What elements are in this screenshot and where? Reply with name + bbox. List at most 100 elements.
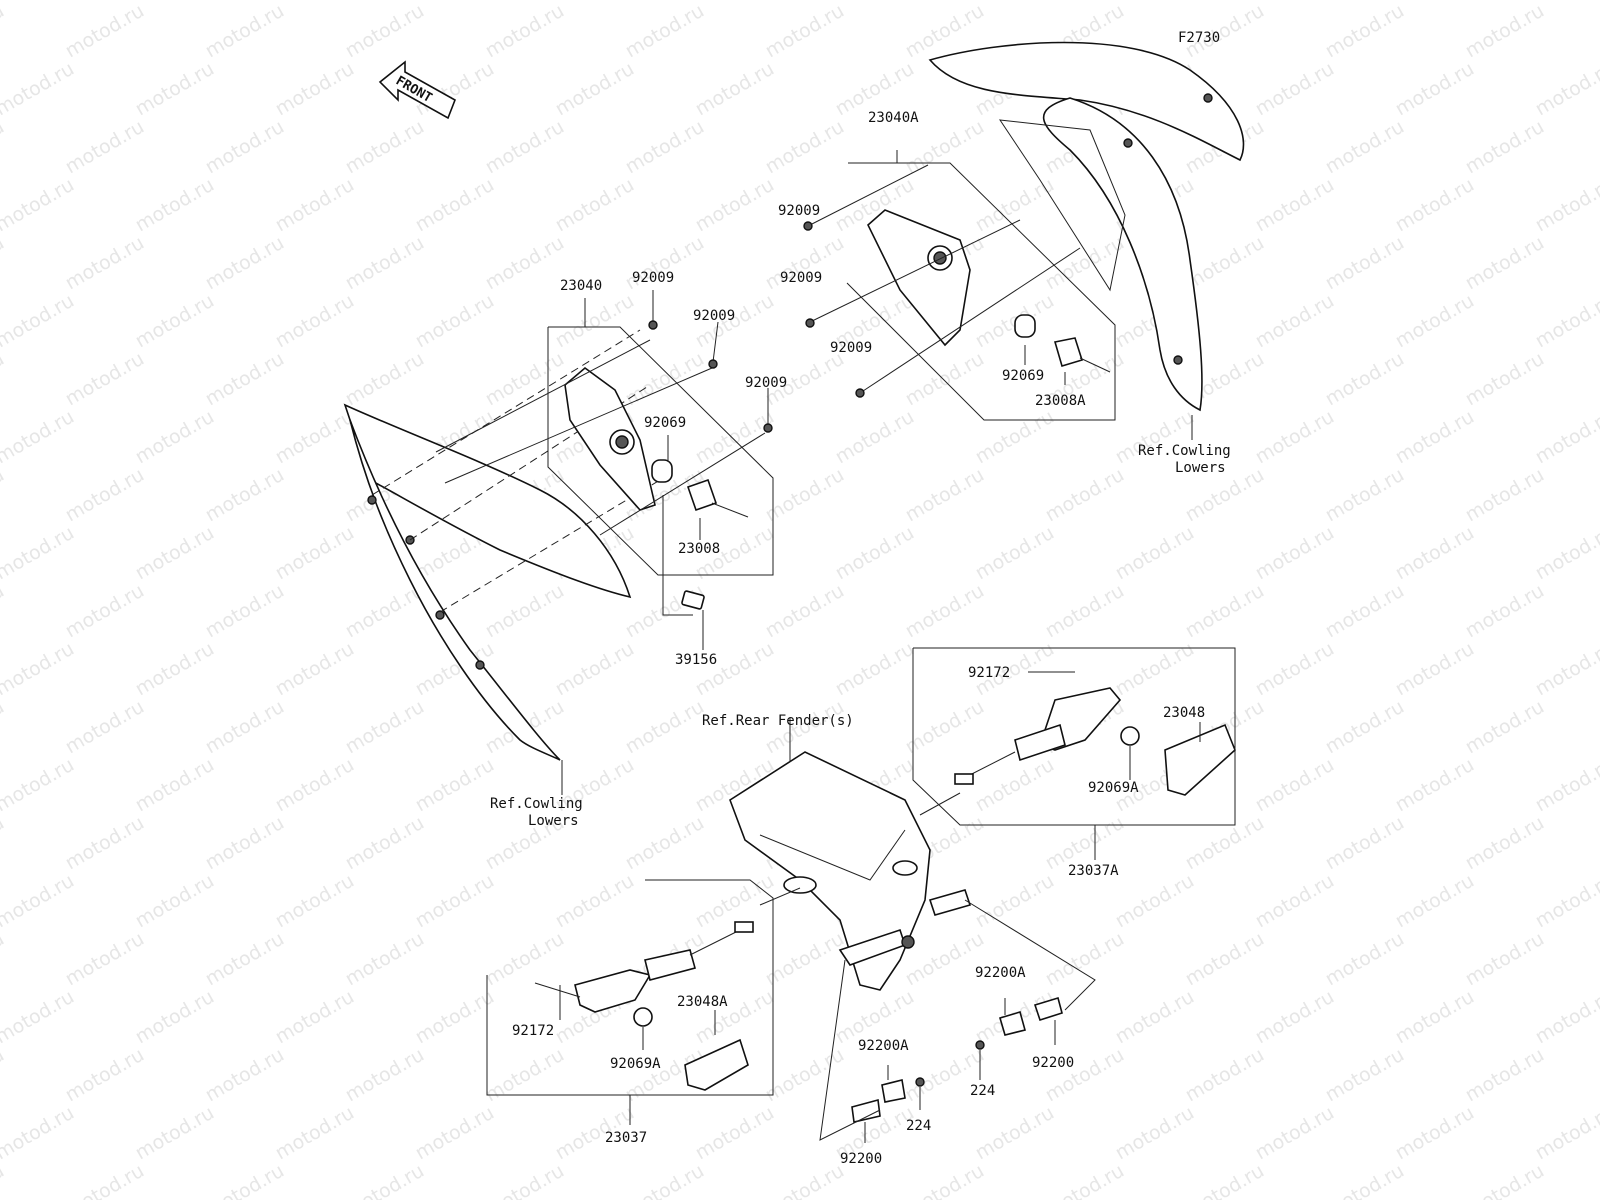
watermark-text: motod.ru xyxy=(1112,870,1198,933)
ref-label-cowling-lowers: Ref.Cowling xyxy=(1138,443,1231,459)
watermark-text: motod.ru xyxy=(1462,232,1548,295)
part-label-92200A: 92200A xyxy=(858,1038,909,1054)
watermark-text: motod.ru xyxy=(622,1160,708,1200)
watermark-text: motod.ru xyxy=(1532,290,1600,353)
bulb-92069-right xyxy=(1014,314,1036,338)
part-label-23040A: 23040A xyxy=(868,110,919,126)
watermark-text: motod.ru xyxy=(1392,174,1478,237)
watermark-text: motod.ru xyxy=(272,1102,358,1165)
watermark-text: motod.ru xyxy=(62,1044,148,1107)
watermark-text: motod.ru xyxy=(1322,232,1408,295)
ref-label-cowling-lowers: Lowers xyxy=(1175,460,1226,476)
watermark-text: motod.ru xyxy=(0,464,8,527)
part-label-23008: 23008 xyxy=(678,541,720,557)
watermark-text: motod.ru xyxy=(482,232,568,295)
watermark-text: motod.ru xyxy=(132,1102,218,1165)
watermark-text: motod.ru xyxy=(62,1160,148,1200)
watermark-text: motod.ru xyxy=(202,812,288,875)
watermark-text: motod.ru xyxy=(832,0,918,4)
watermark-text: motod.ru xyxy=(1462,116,1548,179)
watermark-text: motod.ru xyxy=(132,638,218,701)
watermark-text: motod.ru xyxy=(202,696,288,759)
watermark-text: motod.ru xyxy=(202,1160,288,1200)
part-label-92172: 92172 xyxy=(968,665,1010,681)
watermark-text: motod.ru xyxy=(342,348,428,411)
watermark-text: motod.ru xyxy=(202,116,288,179)
part-label-23037A: 23037A xyxy=(1068,863,1119,879)
watermark-text: motod.ru xyxy=(202,348,288,411)
watermark-text: motod.ru xyxy=(0,232,8,295)
screw-icon xyxy=(763,423,773,433)
watermark-text: motod.ru xyxy=(622,580,708,643)
plate-92200A-left xyxy=(881,1079,906,1103)
watermark-text: motod.ru xyxy=(342,928,428,991)
watermark-text: motod.ru xyxy=(1322,812,1408,875)
left-cowling-panel xyxy=(343,403,632,761)
plate-92200A-right xyxy=(999,1010,1026,1036)
watermark-text: motod.ru xyxy=(342,232,428,295)
watermark-text: motod.ru xyxy=(272,174,358,237)
watermark-text: motod.ru xyxy=(1462,928,1548,991)
watermark-text: motod.ru xyxy=(1252,0,1338,4)
pad-39156 xyxy=(681,590,705,610)
watermark-text: motod.ru xyxy=(62,580,148,643)
watermark-text: motod.ru xyxy=(972,522,1058,585)
ref-label-cowling-lowers: Ref.Cowling xyxy=(490,796,583,812)
bracket-23040 xyxy=(564,366,656,511)
watermark-text: motod.ru xyxy=(1042,1160,1128,1200)
watermark-text: motod.ru xyxy=(1392,1102,1478,1165)
watermark-text: motod.ru xyxy=(1462,696,1548,759)
watermark-text: motod.ru xyxy=(202,232,288,295)
watermark-text: motod.ru xyxy=(1532,638,1600,701)
watermark-text: motod.ru xyxy=(272,754,358,817)
watermark-text: motod.ru xyxy=(972,1102,1058,1165)
watermark-text: motod.ru xyxy=(1462,0,1548,62)
watermark-text: motod.ru xyxy=(202,1044,288,1107)
plate-92200-left xyxy=(851,1098,881,1123)
watermark-text: motod.ru xyxy=(1112,986,1198,1049)
part-label-92200A: 92200A xyxy=(975,965,1026,981)
nut-224-right xyxy=(975,1040,985,1050)
watermark-text: motod.ru xyxy=(482,1044,568,1107)
watermark-text: motod.ru xyxy=(1532,406,1600,469)
watermark-text: motod.ru xyxy=(1392,754,1478,817)
watermark-text: motod.ru xyxy=(1532,870,1600,933)
watermark-text: motod.ru xyxy=(1112,638,1198,701)
watermark-text: motod.ru xyxy=(902,464,988,527)
watermark-text: motod.ru xyxy=(412,754,498,817)
socket-23008A xyxy=(1053,337,1111,373)
part-label-39156: 39156 xyxy=(675,652,717,668)
watermark-text: motod.ru xyxy=(272,58,358,121)
watermark-text: motod.ru xyxy=(1462,464,1548,527)
watermark-text: motod.ru xyxy=(412,870,498,933)
watermark-text: motod.ru xyxy=(1322,1044,1408,1107)
watermark-text: motod.ru xyxy=(0,986,78,1049)
part-label-92069A: 92069A xyxy=(1088,780,1139,796)
part-label-92172: 92172 xyxy=(512,1023,554,1039)
part-label-23037: 23037 xyxy=(605,1130,647,1146)
watermark-text: motod.ru xyxy=(1112,1102,1198,1165)
watermark-text: motod.ru xyxy=(552,0,638,4)
watermark-text: motod.ru xyxy=(1252,638,1338,701)
watermark-text: motod.ru xyxy=(692,58,778,121)
watermark-text: motod.ru xyxy=(0,754,78,817)
part-label-92009: 92009 xyxy=(778,203,820,219)
watermark-text: motod.ru xyxy=(272,638,358,701)
watermark-text: motod.ru xyxy=(1532,174,1600,237)
watermark-text: motod.ru xyxy=(1252,754,1338,817)
part-label-92200: 92200 xyxy=(840,1151,882,1167)
watermark-text: motod.ru xyxy=(622,0,708,62)
watermark-text: motod.ru xyxy=(1532,1102,1600,1165)
watermark-text: motod.ru xyxy=(692,638,778,701)
watermark-text: motod.ru xyxy=(482,116,568,179)
watermark-text: motod.ru xyxy=(1252,290,1338,353)
part-label-92009: 92009 xyxy=(745,375,787,391)
watermark-text: motod.ru xyxy=(1112,0,1198,4)
watermark-text: motod.ru xyxy=(622,696,708,759)
watermark-text: motod.ru xyxy=(0,1160,8,1200)
watermark-text: motod.ru xyxy=(342,812,428,875)
watermark-text: motod.ru xyxy=(0,696,8,759)
turn-signal-23037A xyxy=(954,687,1122,785)
nut-224-left xyxy=(915,1077,925,1087)
